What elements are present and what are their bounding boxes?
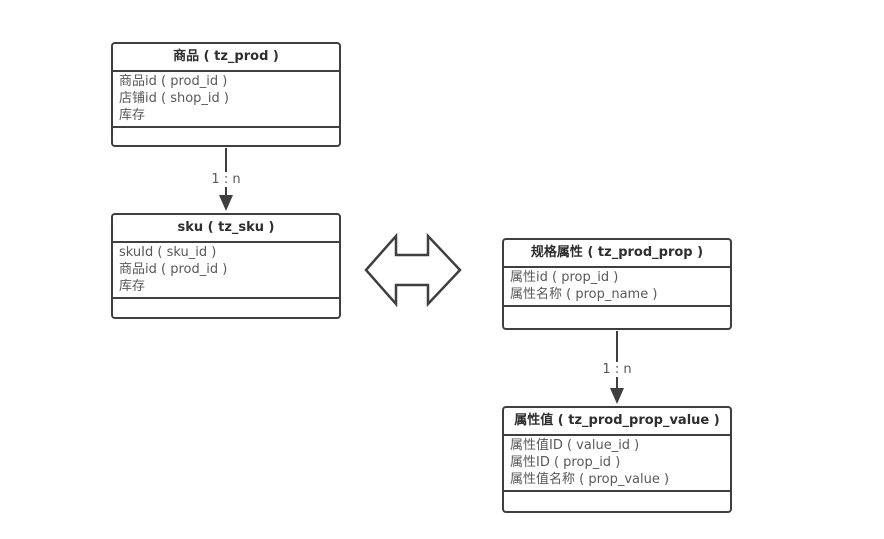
table-field-section: skuId ( sku_id ) 商品id ( prod_id ) 库存: [113, 243, 339, 299]
table-title: 属性值 ( tz_prod_prop_value ): [504, 408, 730, 436]
table-empty-section: [113, 299, 339, 317]
table-title: 规格属性 ( tz_prod_prop ): [504, 240, 730, 268]
table-field: 库存: [119, 108, 146, 123]
arrowhead-down-icon: [219, 195, 233, 211]
table-empty-section: [113, 128, 339, 145]
cardinality-label: 1 : n: [599, 362, 635, 377]
table-empty-section: [504, 307, 730, 328]
double-arrow-icon: [364, 232, 462, 308]
table-field-section: 商品id ( prod_id ) 店铺id ( shop_id ) 库存: [113, 72, 339, 128]
entity-table-sku: sku ( tz_sku ) skuId ( sku_id ) 商品id ( p…: [111, 213, 341, 319]
table-field: 商品id ( prod_id ): [119, 74, 228, 89]
entity-table-prod-prop-value: 属性值 ( tz_prod_prop_value ) 属性值ID ( value…: [502, 406, 732, 513]
arrowhead-down-icon: [610, 388, 624, 404]
table-title: 商品 ( tz_prod ): [113, 44, 339, 72]
table-field: 库存: [119, 279, 146, 294]
table-empty-section: [504, 492, 730, 511]
entity-table-prod: 商品 ( tz_prod ) 商品id ( prod_id ) 店铺id ( s…: [111, 42, 341, 147]
table-field: skuId ( sku_id ): [119, 245, 217, 260]
table-field: 属性名称 ( prop_name ): [510, 287, 658, 302]
cardinality-label: 1 : n: [208, 172, 244, 187]
table-field-section: 属性值ID ( value_id ) 属性ID ( prop_id ) 属性值名…: [504, 436, 730, 492]
table-field: 属性id ( prop_id ): [510, 270, 619, 285]
table-field: 商品id ( prod_id ): [119, 262, 228, 277]
entity-table-prod-prop: 规格属性 ( tz_prod_prop ) 属性id ( prop_id ) 属…: [502, 238, 732, 330]
table-field: 属性ID ( prop_id ): [510, 455, 621, 470]
table-field-section: 属性id ( prop_id ) 属性名称 ( prop_name ): [504, 268, 730, 307]
table-field: 属性值名称 ( prop_value ): [510, 472, 670, 487]
table-field: 属性值ID ( value_id ): [510, 438, 640, 453]
table-title: sku ( tz_sku ): [113, 215, 339, 243]
table-field: 店铺id ( shop_id ): [119, 91, 229, 106]
